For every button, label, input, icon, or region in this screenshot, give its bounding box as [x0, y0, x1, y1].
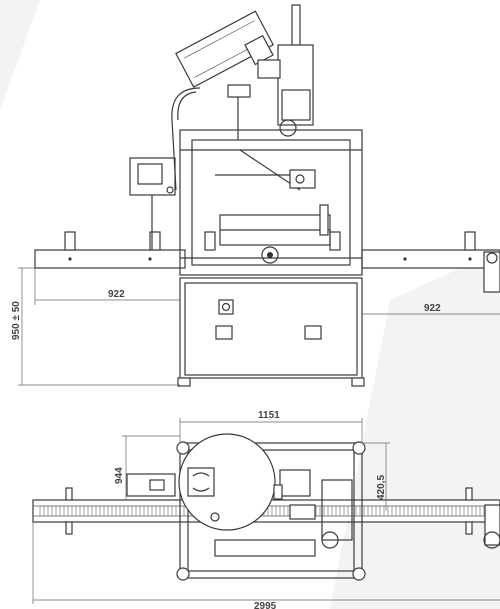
bottle-wheel [261, 246, 279, 264]
front-dimensions [18, 267, 500, 386]
top-view [32, 433, 500, 581]
cabinet-handle-right [304, 325, 322, 340]
top-dimensions [32, 418, 500, 604]
dim-left-conveyor: 922 [108, 289, 125, 300]
top-frame [179, 442, 363, 579]
left-conveyor [34, 249, 186, 269]
dim-top-depth: 944 [114, 467, 125, 484]
dim-top-offset: 420,5 [376, 475, 387, 500]
dim-height: 950 ± 50 [11, 301, 22, 340]
cabinet [179, 277, 363, 379]
upper-frame [179, 129, 363, 276]
label-head [175, 10, 274, 88]
column [291, 4, 301, 46]
bg-shade-left [0, 0, 40, 110]
right-conveyor [361, 249, 500, 269]
label-roll [178, 433, 276, 531]
cabinet-handle-left [215, 325, 233, 340]
bg-shade-right [330, 250, 500, 609]
front-view [34, 4, 500, 387]
dim-total-length: 2995 [254, 601, 277, 609]
dim-top-width: 1151 [258, 410, 280, 421]
cabinet-switch [218, 299, 234, 315]
dim-right-conveyor: 922 [424, 303, 441, 314]
conveyor-motor [483, 251, 500, 293]
